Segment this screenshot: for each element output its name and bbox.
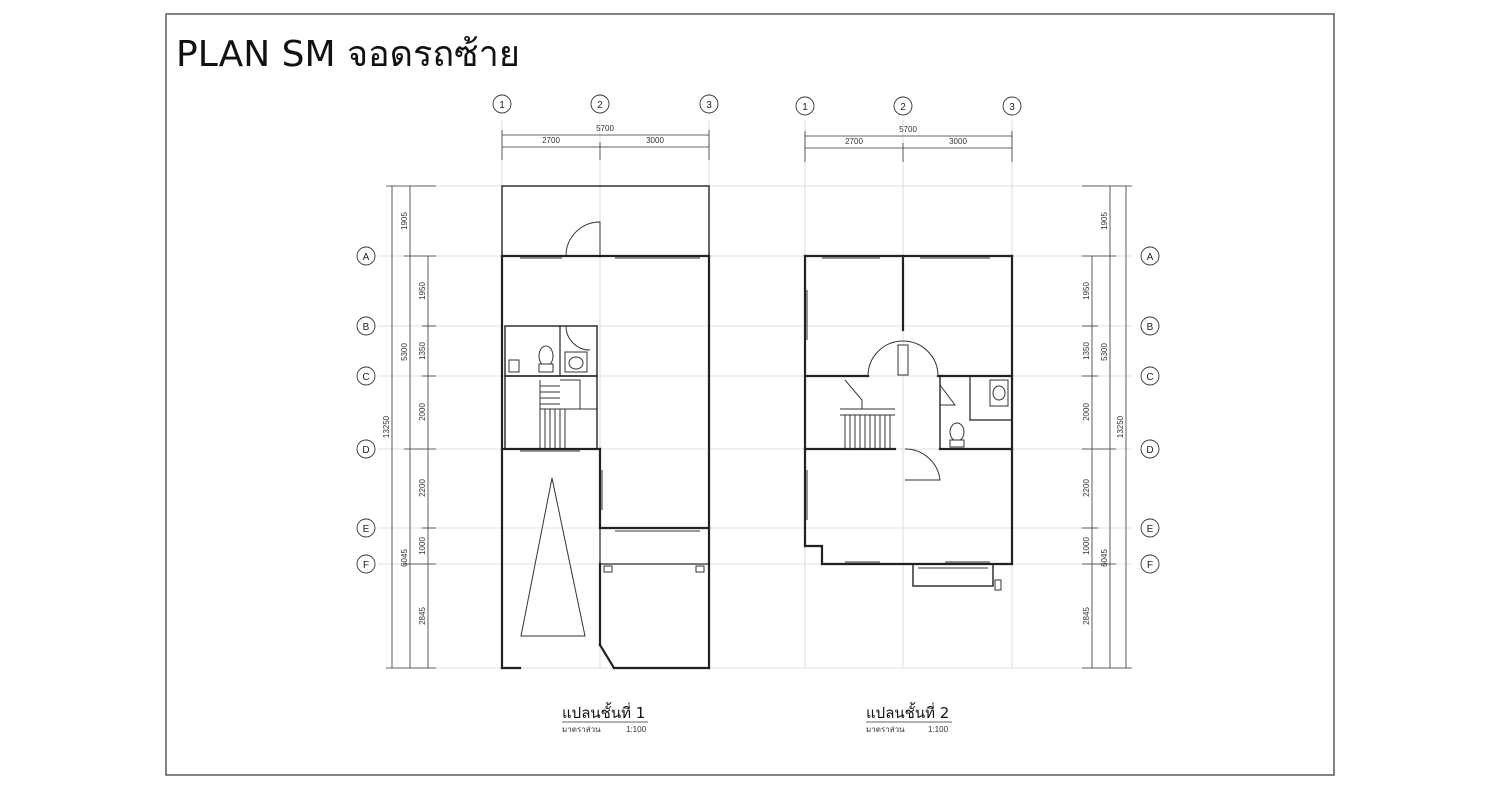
sheet-title: PLAN SM จอดรถซ้าย (176, 34, 520, 75)
dim-total-depth: 13250 (1116, 415, 1125, 438)
right-dimensions: 1950 1350 2000 2200 1000 2845 1905 5300 … (1082, 185, 1132, 669)
left-dimensions: 13250 1905 5300 6045 1950 1350 2000 2200… (382, 185, 436, 669)
dim-bay-1: 2700 (542, 136, 560, 145)
stair-icon (539, 379, 597, 449)
hall-arch (867, 340, 939, 377)
plan-1-floor-plan (500, 185, 711, 670)
dim-group-3: 6045 (1100, 549, 1109, 567)
toilet-tank-icon (949, 439, 965, 448)
plan-2-scale-label: มาตราส่วน (866, 725, 905, 734)
plan-2-floor-plan (803, 254, 1014, 591)
row-bubble-d: D (362, 445, 369, 456)
row-bubble-a: A (1147, 252, 1154, 263)
entry-door-swing (565, 221, 601, 257)
plan-2-caption: แปลนชั้นที่ 2 (866, 702, 949, 722)
col-bubble-3: 3 (706, 100, 712, 111)
dim-row-f-end: 2845 (1082, 607, 1091, 625)
row-bubble-e: E (363, 524, 370, 535)
dim-row-bc: 1350 (1082, 342, 1091, 360)
dim-group-2: 5300 (1100, 343, 1109, 361)
col-bubble-2: 2 (900, 102, 906, 113)
dim-total-depth: 13250 (382, 415, 391, 438)
sheet-border (165, 13, 1335, 776)
dim-row-de: 2200 (418, 479, 427, 497)
dim-row-ab: 1950 (418, 282, 427, 300)
plan-2-caption-block: แปลนชั้นที่ 2 มาตราส่วน 1:100 (866, 702, 952, 734)
row-bubble-e: E (1147, 524, 1154, 535)
dim-row-cd: 2000 (1082, 403, 1091, 421)
col-bubble-2: 2 (597, 100, 603, 111)
dim-total-width: 5700 (899, 125, 917, 134)
car-arrow-icon (520, 477, 586, 637)
plan-1-top-dimensions: 5700 2700 3000 (501, 124, 710, 160)
left-row-markers: A B C D E F (356, 246, 376, 574)
plan-1-scale-value: 1:100 (626, 725, 647, 734)
grid-lines (378, 120, 1132, 669)
row-bubble-f: F (363, 560, 369, 571)
dim-group-1: 1905 (400, 212, 409, 230)
plan-1-caption-block: แปลนชั้นที่ 1 มาตราส่วน 1:100 (562, 702, 648, 734)
row-bubble-f: F (1147, 560, 1153, 571)
toilet-icon (538, 345, 554, 367)
dim-group-2: 5300 (400, 343, 409, 361)
stair-icon (840, 379, 895, 449)
row-bubble-c: C (1146, 372, 1153, 383)
row-bubble-c: C (362, 372, 369, 383)
plan-1-scale-label: มาตราส่วน (562, 725, 601, 734)
dim-row-ef: 1000 (1082, 537, 1091, 555)
dim-row-ef: 1000 (418, 537, 427, 555)
plan-1-column-markers: 1 2 3 (492, 94, 719, 114)
dim-row-de: 2200 (1082, 479, 1091, 497)
col-bubble-3: 3 (1009, 102, 1015, 113)
plan-1-caption: แปลนชั้นที่ 1 (562, 702, 645, 722)
row-bubble-d: D (1146, 445, 1153, 456)
dim-total-width: 5700 (596, 124, 614, 133)
dim-bay-2: 3000 (646, 136, 664, 145)
right-row-markers: A B C D E F (1140, 246, 1160, 574)
dim-row-ab: 1950 (1082, 282, 1091, 300)
dim-row-cd: 2000 (418, 403, 427, 421)
plan-2-top-dimensions: 5700 2700 3000 (804, 125, 1013, 162)
dim-bay-2: 3000 (949, 137, 967, 146)
plan-2-scale-value: 1:100 (928, 725, 949, 734)
dim-group-1: 1905 (1100, 212, 1109, 230)
row-bubble-b: B (1147, 322, 1154, 333)
row-bubble-b: B (363, 322, 370, 333)
toilet-tank-icon (538, 363, 554, 373)
dim-bay-1: 2700 (845, 137, 863, 146)
dim-row-bc: 1350 (418, 342, 427, 360)
dim-group-3: 6045 (400, 549, 409, 567)
col-bubble-1: 1 (802, 102, 808, 113)
col-bubble-1: 1 (499, 100, 505, 111)
dim-row-f-end: 2845 (418, 607, 427, 625)
toilet-icon (949, 422, 965, 442)
row-bubble-a: A (363, 252, 370, 263)
plan-2-column-markers: 1 2 3 (795, 96, 1022, 116)
